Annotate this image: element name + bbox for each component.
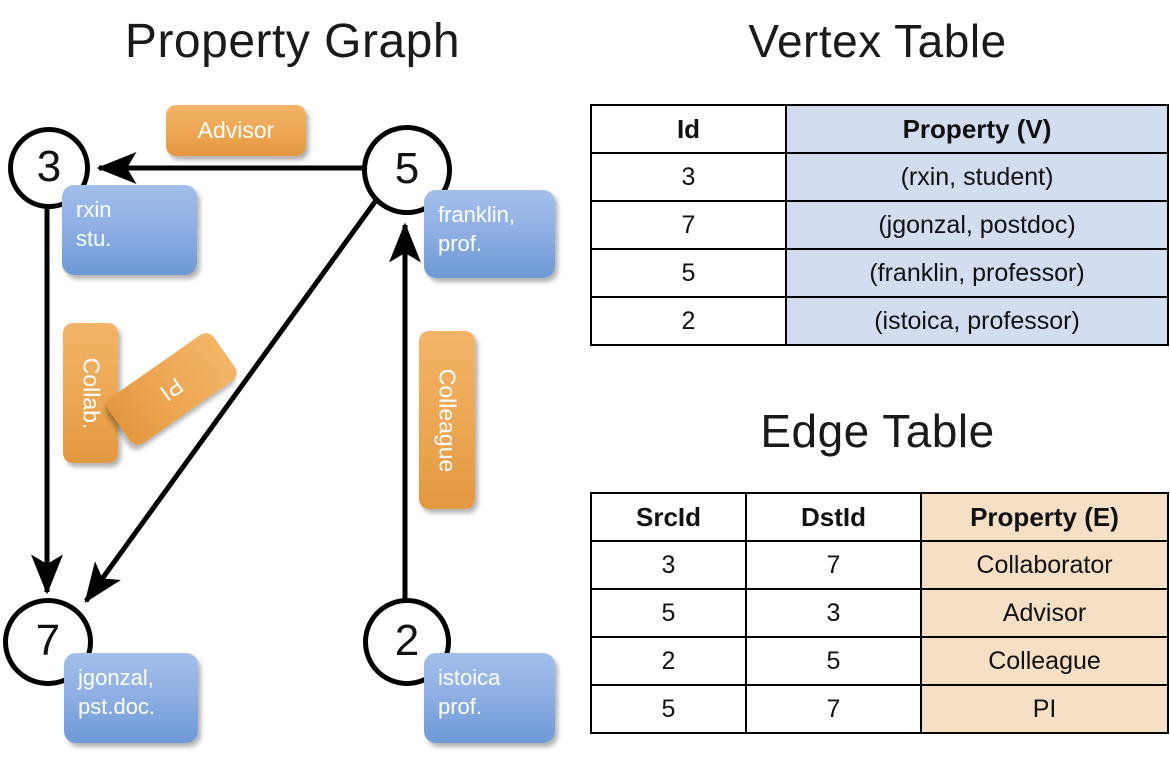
edge-row-0-property: Collaborator xyxy=(920,540,1169,590)
vertex-callout-2: istoica prof. xyxy=(424,653,555,743)
edge-callout-colleague-label: Colleague xyxy=(434,368,461,472)
edge-callout-colleague: Colleague xyxy=(419,331,475,509)
table-row: 3 7 Collaborator xyxy=(590,540,1169,590)
graph-node-2[interactable]: 2 xyxy=(363,598,451,686)
edge-row-1-srcid: 5 xyxy=(590,588,747,638)
vertex-callout-5-line2: prof. xyxy=(438,231,483,257)
property-graph-diagram: 3 5 7 2 rxin stu. franklin, prof. jgonza… xyxy=(3,105,555,743)
vertex-callout-7-line1: jgonzal, xyxy=(78,665,154,690)
table-row: 5 (franklin, professor) xyxy=(590,248,1169,298)
vertex-row-0-id: 3 xyxy=(590,152,787,202)
page-title-property-graph: Property Graph xyxy=(124,15,461,68)
table-row: 3 (rxin, student) xyxy=(590,152,1169,202)
vertex-table-header-row: Id Property (V) xyxy=(590,104,1169,154)
edge-row-3-srcid: 5 xyxy=(590,684,747,734)
vertex-table-header-property: Property (V) xyxy=(785,104,1169,154)
vertex-table-header-id: Id xyxy=(590,104,787,154)
edge-row-3-property: PI xyxy=(920,684,1169,734)
edge-callout-pi-label: PI xyxy=(155,372,189,407)
vertex-row-1-id: 7 xyxy=(590,200,787,250)
vertex-callout-3-line2: stu. xyxy=(76,226,112,252)
edge-callout-collab-label: Collab. xyxy=(78,357,105,429)
graph-node-7-label: 7 xyxy=(35,616,61,665)
page-title-vertex-table: Vertex Table xyxy=(748,15,1007,67)
vertex-callout-3-line1: rxin xyxy=(76,197,112,222)
edge-row-0-dstid: 7 xyxy=(745,540,922,590)
vertex-callout-5-line1: franklin, xyxy=(438,202,516,227)
edge-row-2-srcid: 2 xyxy=(590,636,747,686)
edge-table-header-srcid: SrcId xyxy=(590,492,747,542)
edge-table: SrcId DstId Property (E) 3 7 Collaborato… xyxy=(590,492,1169,734)
vertex-row-2-property: (franklin, professor) xyxy=(785,248,1169,298)
table-row: 5 7 PI xyxy=(590,684,1169,734)
vertex-row-0-property: (rxin, student) xyxy=(785,152,1169,202)
edge-row-2-property: Colleague xyxy=(920,636,1169,686)
vertex-callout-2-line2: prof. xyxy=(438,694,483,720)
graph-node-2-label: 2 xyxy=(394,616,420,665)
edge-row-2-dstid: 5 xyxy=(745,636,922,686)
vertex-row-1-property: (jgonzal, postdoc) xyxy=(785,200,1169,250)
vertex-row-3-id: 2 xyxy=(590,296,787,346)
edge-row-1-property: Advisor xyxy=(920,588,1169,638)
table-row: 2 (istoica, professor) xyxy=(590,296,1169,346)
edge-table-header-dstid: DstId xyxy=(745,492,922,542)
edge-callout-advisor: Advisor xyxy=(166,105,306,156)
graph-node-5[interactable]: 5 xyxy=(362,125,452,215)
edge-table-header-row: SrcId DstId Property (E) xyxy=(590,492,1169,542)
vertex-row-2-id: 5 xyxy=(590,248,787,298)
edge-row-0-srcid: 3 xyxy=(590,540,747,590)
edge-callout-advisor-label: Advisor xyxy=(197,117,275,143)
vertex-row-3-property: (istoica, professor) xyxy=(785,296,1169,346)
graph-node-5-label: 5 xyxy=(394,144,420,193)
page-title-edge-table: Edge Table xyxy=(760,405,995,457)
table-row: 5 3 Advisor xyxy=(590,588,1169,638)
table-row: 2 5 Colleague xyxy=(590,636,1169,686)
vertex-callout-5: franklin, prof. xyxy=(424,190,555,278)
edge-table-header-property: Property (E) xyxy=(920,492,1169,542)
edge-arrow-5-to-7 xyxy=(83,197,380,604)
graph-node-3-label: 3 xyxy=(36,142,62,191)
edge-callout-collab: Collab. xyxy=(63,323,118,463)
vertex-callout-2-line1: istoica xyxy=(438,665,501,690)
table-row: 7 (jgonzal, postdoc) xyxy=(590,200,1169,250)
vertex-callout-7: jgonzal, pst.doc. xyxy=(64,653,198,743)
vertex-table: Id Property (V) 3 (rxin, student) 7 (jgo… xyxy=(590,104,1169,346)
vertex-callout-7-line2: pst.doc. xyxy=(78,694,156,720)
edge-row-3-dstid: 7 xyxy=(745,684,922,734)
vertex-callout-3: rxin stu. xyxy=(62,185,197,275)
graph-edge-arrows xyxy=(31,152,421,604)
edge-row-1-dstid: 3 xyxy=(745,588,922,638)
